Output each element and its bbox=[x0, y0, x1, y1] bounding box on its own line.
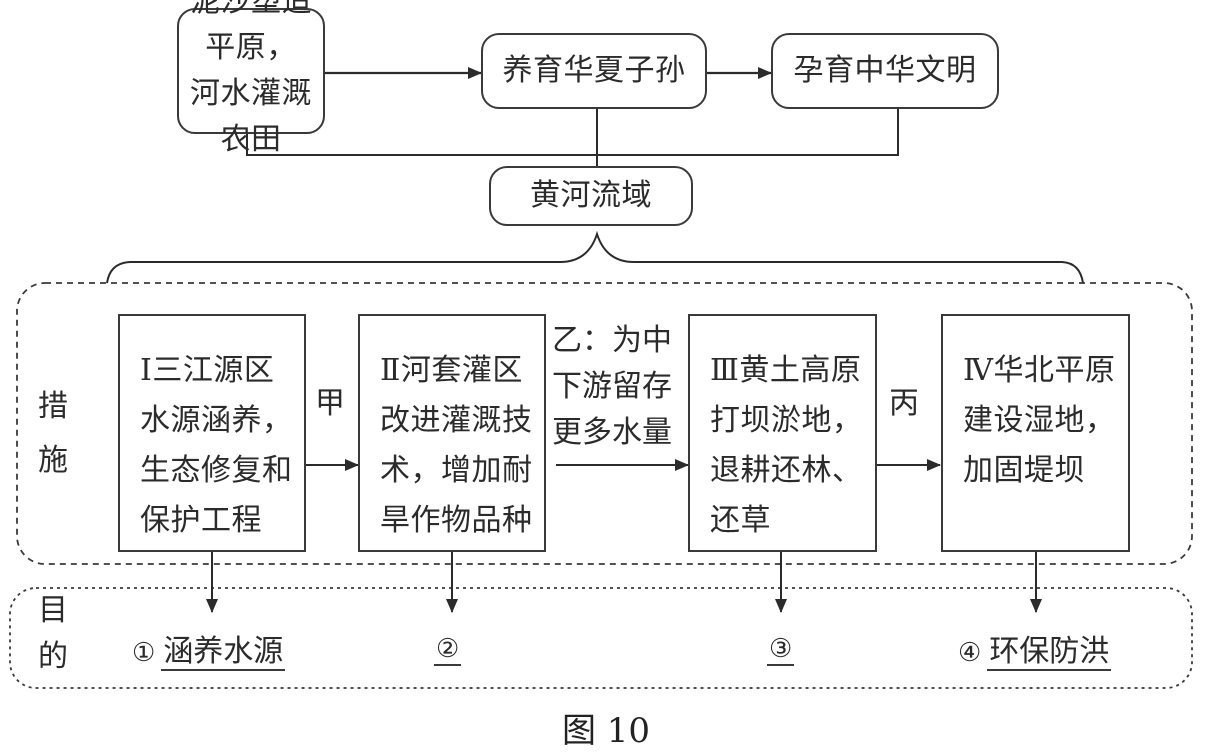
box2-label: 养育华夏子孙 bbox=[502, 53, 686, 88]
link-label-jia: 甲 bbox=[315, 386, 345, 421]
purpose-number: ③ bbox=[767, 634, 795, 666]
purpose-item-3: ③ bbox=[767, 630, 800, 666]
region-box-sanjiangyuan: Ⅰ三江源区 水源涵养， 生态修复和 保护工程 bbox=[118, 314, 306, 552]
purpose-number: ② bbox=[434, 634, 462, 666]
box-nurture-descendants: 养育华夏子孙 bbox=[481, 33, 707, 109]
region-box-hetao: Ⅱ河套灌区 改进灌溉技 术，增加耐 旱作物品种 bbox=[358, 314, 546, 552]
measures-side-label: 措 施 bbox=[38, 389, 68, 478]
purpose-item-2: ② bbox=[434, 630, 467, 666]
basin-label: 黄河流域 bbox=[530, 178, 652, 213]
purposes-side-label: 目 的 bbox=[38, 593, 68, 674]
brace bbox=[106, 230, 1084, 284]
region-box-loess-plateau: Ⅲ黄土高原 打坝淤地， 退耕还林、 还草 bbox=[688, 314, 877, 552]
purpose-number: ① bbox=[132, 638, 156, 668]
purpose-answer: 环保防洪 bbox=[987, 634, 1112, 671]
purpose-number: ④ bbox=[958, 638, 982, 668]
connector-top-to-basin bbox=[246, 108, 899, 156]
link-label-yi: 乙：为中 下游留存 更多水量 bbox=[552, 323, 672, 450]
figure-caption: 图 10 bbox=[561, 711, 651, 751]
link-label-bing: 丙 bbox=[889, 386, 919, 421]
box-civilization: 孕育中华文明 bbox=[771, 33, 999, 109]
box1-line2: 河水灌溉农田 bbox=[190, 76, 312, 157]
box-yellow-river-basin: 黄河流域 bbox=[489, 166, 693, 226]
purpose-answer: 涵养水源 bbox=[161, 634, 286, 671]
box3-label: 孕育中华文明 bbox=[793, 53, 977, 88]
box-sediment-irrigation: 泥沙塑造平原， 河水灌溉农田 bbox=[177, 0, 325, 157]
box1-line1: 泥沙塑造平原， bbox=[190, 0, 312, 65]
region-box-north-china-plain: Ⅳ华北平原 建设湿地， 加固堤坝 bbox=[941, 314, 1130, 552]
